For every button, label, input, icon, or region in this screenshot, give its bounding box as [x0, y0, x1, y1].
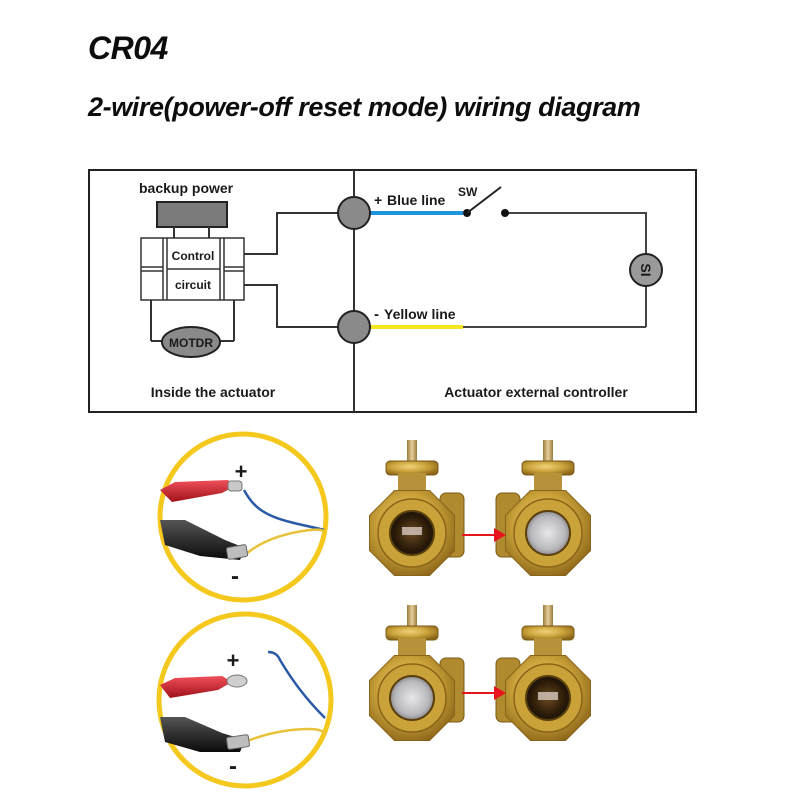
yellow-line-sign: - — [374, 306, 379, 323]
internal-wire-top — [244, 212, 338, 255]
circuit-label: circuit — [175, 278, 211, 292]
external-controller-label: Actuator external controller — [444, 384, 628, 400]
power-source-label: SI — [638, 263, 654, 276]
row1-minus-sign: - — [231, 563, 239, 590]
inside-actuator-label: Inside the actuator — [151, 384, 276, 400]
state-arrow-row2 — [462, 686, 506, 700]
clip-photo-row1 — [157, 431, 329, 603]
power-source-symbol — [629, 253, 663, 287]
motor-ellipse — [161, 326, 221, 358]
state-arrow-row1 — [462, 528, 506, 542]
connector-blue — [337, 196, 371, 230]
control-circuit-block — [140, 237, 245, 301]
diagram-subtitle: 2-wire(power-off reset mode) wiring diag… — [88, 92, 641, 122]
model-title: CR04 — [88, 30, 168, 66]
connector-yellow — [337, 310, 371, 344]
blue-line-label: Blue line — [387, 192, 446, 208]
valve-row2-closed — [495, 605, 591, 741]
valve-row1-closed — [369, 440, 465, 576]
row2-minus-sign: - — [229, 753, 237, 780]
internal-wire-bottom — [244, 284, 338, 328]
row1-plus-sign: + — [235, 459, 248, 484]
row2-plus-sign: + — [227, 648, 240, 673]
switch-symbol — [463, 186, 509, 217]
motor-label: MOTDR — [169, 336, 213, 350]
blue-line-sign: + — [374, 192, 382, 208]
yellow-line-label: Yellow line — [384, 306, 456, 322]
control-label: Control — [172, 249, 215, 263]
backup-power-block — [156, 201, 228, 228]
clip-photo-row2 — [156, 611, 334, 789]
backup-power-label: backup power — [139, 180, 234, 196]
switch-label: SW — [458, 185, 478, 199]
valve-row1-open — [495, 440, 591, 576]
valve-row2-open — [369, 605, 465, 741]
